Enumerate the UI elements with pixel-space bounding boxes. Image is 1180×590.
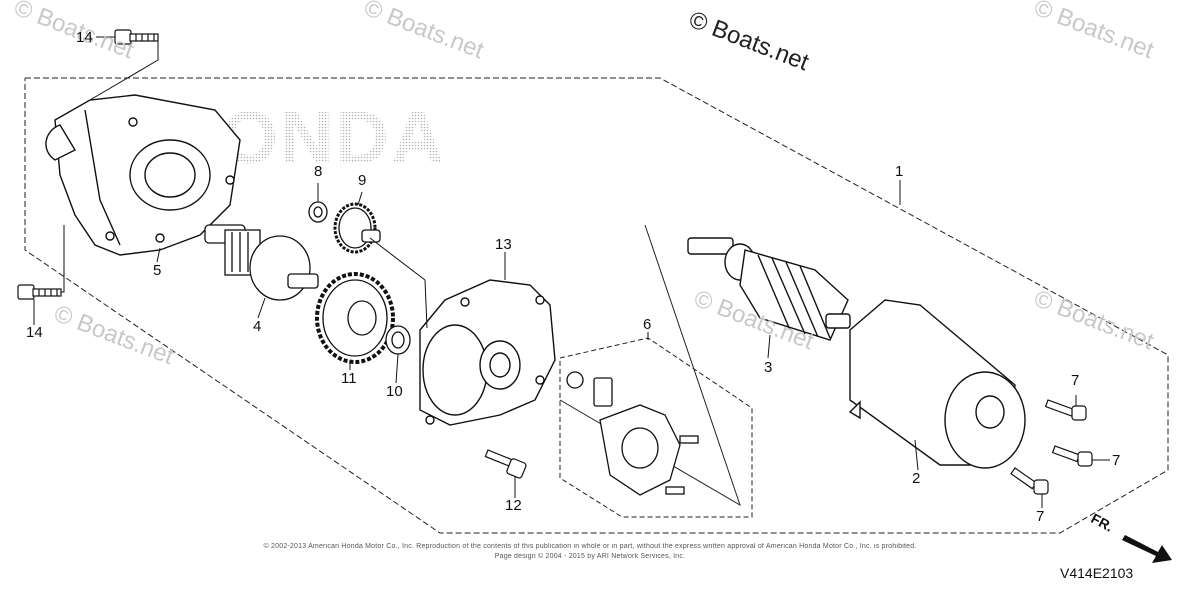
page-design-line: Page design © 2004 - 2015 by ARI Network…	[494, 553, 686, 560]
front-direction-arrow	[1122, 535, 1172, 563]
gear-housing-part	[419, 279, 556, 426]
drive-pinion-part	[204, 224, 319, 301]
callout-7-b: 7	[1112, 452, 1121, 469]
callout-6: 6	[643, 316, 652, 333]
callout-3: 3	[764, 359, 773, 376]
bolt-part-7-b	[1051, 445, 1093, 467]
leader-lines	[33, 36, 1110, 508]
large-gear-part	[315, 272, 395, 364]
callout-14-top: 14	[76, 29, 93, 46]
small-gear-part	[333, 202, 381, 254]
circlip-part	[308, 201, 328, 223]
callout-9: 9	[358, 172, 367, 189]
callout-7-c: 7	[1036, 508, 1045, 525]
screw-part-12	[484, 449, 527, 479]
copyright-line: © 2002-2013 American Honda Motor Co., In…	[263, 543, 917, 550]
bolt-part-7-c	[1010, 467, 1049, 495]
washer-part	[385, 325, 411, 355]
diagram-code: V414E2103	[1060, 565, 1134, 581]
callout-12: 12	[505, 497, 522, 514]
callout-10: 10	[386, 383, 403, 400]
front-housing-part	[45, 94, 241, 256]
motor-case-part	[848, 299, 1026, 469]
callout-2: 2	[912, 470, 921, 487]
callout-13: 13	[495, 236, 512, 253]
callout-4: 4	[253, 318, 262, 335]
callout-7-a: 7	[1071, 372, 1080, 389]
callout-8: 8	[314, 163, 323, 180]
bolt-part-14-bottom	[17, 284, 62, 300]
callout-1: 1	[895, 163, 904, 180]
callout-14-bottom: 14	[26, 324, 43, 341]
armature-part	[687, 237, 851, 341]
assembly-outline	[24, 77, 1169, 534]
brush-holder-part	[566, 371, 699, 496]
callout-11: 11	[341, 370, 357, 387]
bolt-part-7-a	[1044, 399, 1087, 421]
callout-5: 5	[153, 262, 162, 279]
bolt-part-14-top	[114, 29, 159, 45]
